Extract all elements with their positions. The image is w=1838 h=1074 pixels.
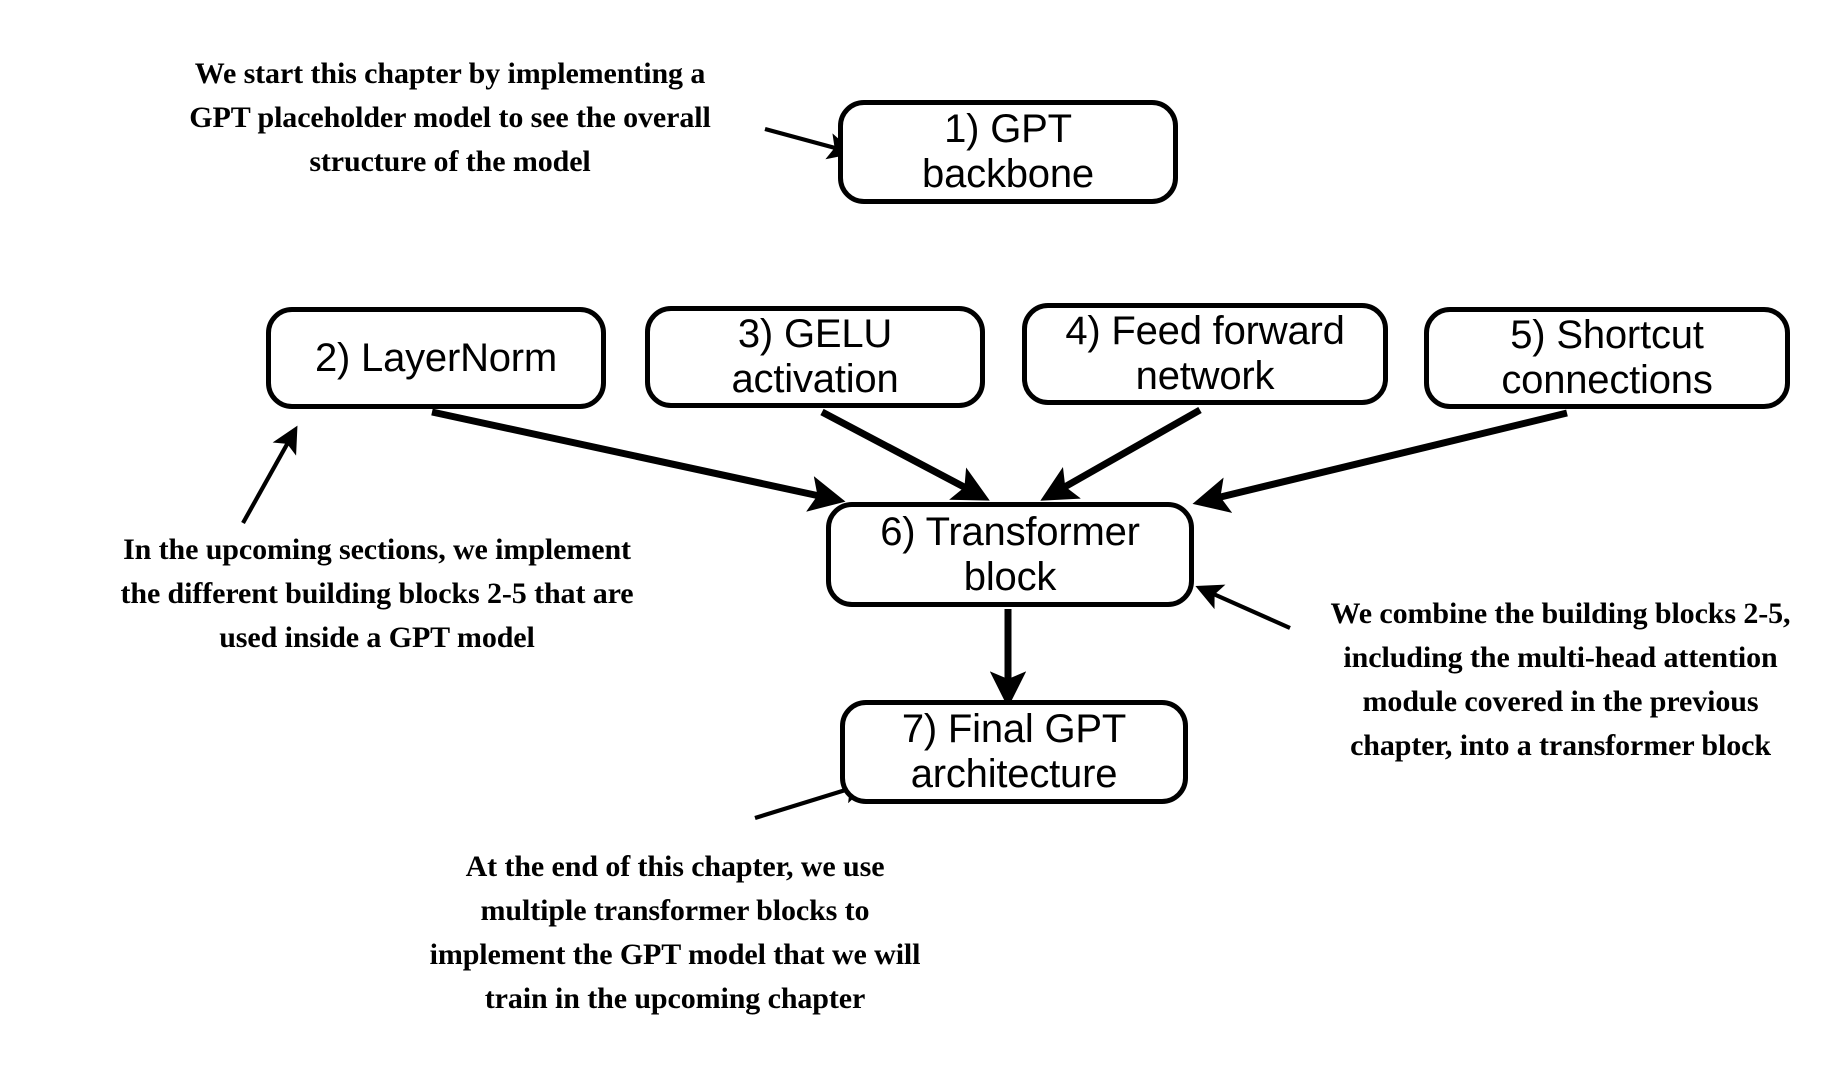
node-gelu-activation[interactable]: 3) GELU activation [645, 306, 985, 408]
annotation-building-blocks: In the upcoming sections, we implement t… [120, 533, 634, 655]
node-transformer-block[interactable]: 6) Transformer block [826, 502, 1194, 607]
edge-annotation-transformer-block-to-6 [1195, 584, 1291, 630]
edge-annotation-building-blocks-to-2 [241, 425, 298, 525]
annotation-final-architecture: At the end of this chapter, we use multi… [429, 850, 921, 1016]
edge-2-to-6 [431, 408, 846, 512]
node-gpt-backbone[interactable]: 1) GPT backbone [838, 100, 1178, 204]
edge-5-to-6 [1192, 409, 1568, 513]
node-layernorm[interactable]: 2) LayerNorm [266, 307, 606, 409]
annotation-gpt-backbone: We start this chapter by implementing a … [189, 57, 711, 179]
edge-4-to-6 [1040, 406, 1202, 501]
node-shortcut-connections[interactable]: 5) Shortcut connections [1424, 307, 1790, 409]
node-final-gpt-architecture[interactable]: 7) Final GPT architecture [840, 700, 1188, 804]
edge-3-to-6 [820, 408, 990, 501]
annotation-transformer-block: We combine the building blocks 2-5, incl… [1330, 597, 1791, 763]
node-feed-forward-network[interactable]: 4) Feed forward network [1022, 303, 1388, 405]
